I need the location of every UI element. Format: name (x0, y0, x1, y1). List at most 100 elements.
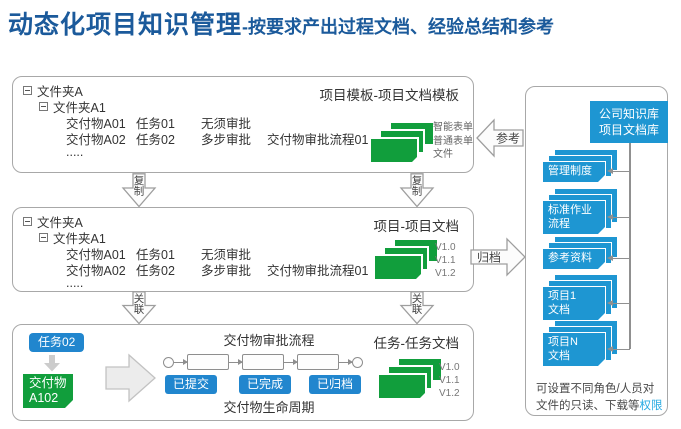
library-connector (607, 300, 630, 306)
tree-child-label: 文件夹A1 (53, 232, 106, 246)
project-box-caption: 项目-项目文档 (373, 219, 460, 234)
collapse-icon (39, 233, 48, 242)
task-box: 任务-任务文档 任务02 交付物 A102 交付物审批流程 已提交 (12, 324, 474, 421)
down-arrow-icon (399, 291, 435, 325)
page-title: 动态化项目知识管理-按要求产出过程文档、经验总结和参考 (8, 5, 554, 41)
flow-start-node (163, 356, 174, 368)
document-card (373, 254, 423, 281)
library-card-label: 标准作业 流程 (542, 200, 606, 235)
small-down-arrow-icon (44, 355, 60, 372)
task-tag: 任务02 (29, 333, 85, 352)
reference-arrow: 参考 (476, 115, 524, 161)
state-archived: 已归档 (309, 375, 362, 394)
collapse-icon (39, 102, 48, 111)
link-arrow-label: 关联 (410, 293, 423, 314)
approval-cell: 无须审批 (201, 248, 252, 262)
library-card-sop: 标准作业 流程 (542, 188, 618, 235)
workflow-diagram (163, 354, 375, 370)
copy-arrow-right: 复制 (399, 173, 435, 208)
flow-step (187, 354, 229, 370)
right-arrow-icon (470, 237, 526, 277)
task-cell: 任务01 (136, 117, 175, 131)
stacked-documents-icon (369, 121, 437, 166)
flow-cell: 交付物审批流程01 (267, 133, 369, 147)
library-card-label: 项目N 文档 (542, 332, 606, 367)
tree-child: 文件夹A1 (39, 100, 106, 116)
flow-cell: 交付物审批流程01 (267, 264, 369, 278)
template-folder-tree: 文件夹A 文件夹A1 交付物A01 任务01 无须审批 交付物A02 任务02 … (23, 84, 368, 162)
library-card-project1: 项目1 文档 (542, 274, 618, 321)
left-arrow-icon (476, 118, 524, 158)
copy-arrow-label: 复制 (410, 175, 423, 196)
doc-type-labels: 智能表单 普通表单 文件 (433, 122, 473, 160)
approval-cell: 多步审批 (201, 264, 252, 278)
link-arrow-label: 关联 (132, 293, 145, 314)
deliverable-cell: 交付物A01 (66, 248, 126, 262)
lifecycle-title: 交付物生命周期 (223, 400, 315, 415)
down-arrow-icon (121, 291, 157, 325)
library-card-management: 管理制度 (542, 149, 618, 183)
flow-step (242, 354, 284, 370)
deliverable-cell: 交付物A01 (66, 117, 126, 131)
tree-root: 文件夹A (23, 84, 106, 100)
approval-flow-title: 交付物审批流程 (223, 333, 315, 348)
page-title-sub: -按要求产出过程文档、经验总结和参考 (242, 17, 555, 37)
flow-step (297, 354, 339, 370)
tree-row: 交付物A01 任务01 无须审批 (23, 247, 251, 263)
tree-ellipsis: ..... (66, 276, 84, 290)
library-header: 公司知识库 项目文档库 (590, 101, 668, 143)
tree-row: 交付物A02 任务02 多步审批 交付物审批流程01 (23, 132, 368, 148)
deliverable-cell: 交付物A02 (66, 133, 126, 147)
flow-end-node (352, 356, 363, 368)
archive-arrow-label: 归档 (477, 250, 502, 265)
copy-arrow-label: 复制 (132, 175, 145, 196)
approval-cell: 多步审批 (201, 133, 252, 147)
task-cell: 任务01 (136, 248, 175, 262)
tree-row: 交付物A02 任务02 多步审批 交付物审批流程01 (23, 263, 368, 279)
approval-cell: 无须审批 (201, 117, 252, 131)
page-title-main: 动态化项目知识管理 (8, 11, 243, 39)
task-cell: 任务02 (136, 133, 175, 147)
flow-connector (229, 358, 243, 365)
library-connector (607, 214, 630, 220)
document-card (377, 373, 427, 400)
version-labels: V1.0 V1.1 V1.2 (439, 362, 460, 399)
big-right-arrow-icon (105, 353, 156, 403)
library-card-label: 参考资料 (542, 248, 606, 270)
state-completed: 已完成 (239, 375, 292, 394)
flow-connector (284, 358, 298, 365)
lifecycle-states: 已提交 已完成 已归档 (163, 375, 375, 395)
tree-child: 文件夹A1 (39, 231, 106, 247)
collapse-icon (23, 86, 32, 95)
library-connector (607, 168, 630, 174)
template-box-caption: 项目模板-项目文档模板 (319, 88, 460, 103)
reference-arrow-label: 参考 (496, 131, 521, 146)
task-box-caption: 任务-任务文档 (373, 336, 460, 351)
copy-arrow-left: 复制 (121, 173, 157, 208)
project-box: 项目-项目文档 文件夹A 文件夹A1 交付物A01 任务01 无须审批 交付物A… (12, 207, 474, 292)
tree-root: 文件夹A (23, 215, 106, 231)
project-folder-tree: 文件夹A 文件夹A1 交付物A01 任务01 无须审批 交付物A02 任务02 … (23, 215, 368, 293)
down-arrow-icon (121, 173, 157, 208)
tree-child-label: 文件夹A1 (53, 101, 106, 115)
knowledge-library-panel: 公司知识库 项目文档库 管理制度 标准作业 流程 参考资料 项目1 文档 (525, 86, 668, 416)
collapse-icon (23, 217, 32, 226)
library-connector (607, 346, 630, 352)
library-card-label: 管理制度 (542, 161, 606, 183)
version-labels: V1.0 V1.1 V1.2 (435, 242, 456, 279)
permission-note-highlight: 权限 (639, 400, 663, 412)
tree-root-label: 文件夹A (37, 85, 83, 99)
library-connector (607, 255, 630, 261)
library-card-reference: 参考资料 (542, 236, 618, 270)
state-submitted: 已提交 (165, 375, 218, 394)
stacked-documents-icon (373, 238, 441, 283)
archive-arrow: 归档 (470, 235, 526, 279)
deliverable-workflow: 交付物审批流程 已提交 已完成 已归档 交付物生命周期 (163, 330, 375, 416)
document-card (369, 137, 419, 164)
tree-row: 交付物A01 任务01 无须审批 (23, 116, 251, 132)
tree-ellipsis: ..... (66, 145, 84, 159)
flow-connector (174, 358, 188, 365)
template-box: 项目模板-项目文档模板 文件夹A 文件夹A1 交付物A01 任务01 无须审批 … (12, 76, 474, 173)
library-card-label: 项目1 文档 (542, 286, 606, 321)
